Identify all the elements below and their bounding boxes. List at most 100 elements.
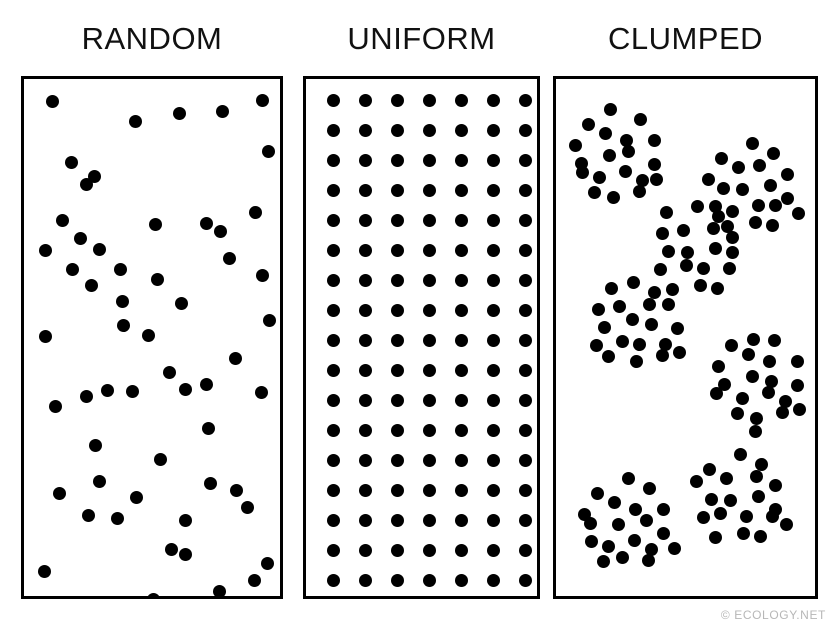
individual-dot (358, 363, 372, 377)
individual-dot (261, 144, 275, 158)
individual-dot (644, 317, 658, 331)
individual-dot (717, 377, 731, 391)
individual-dot (390, 93, 404, 107)
individual-dot (518, 213, 532, 227)
individual-dot (725, 204, 739, 218)
individual-dot (326, 513, 340, 527)
individual-dot (454, 573, 468, 587)
individual-dot (619, 133, 633, 147)
individual-dot (641, 553, 655, 567)
individual-dot (647, 133, 661, 147)
individual-dot (632, 337, 646, 351)
individual-dot (661, 297, 675, 311)
individual-dot (720, 219, 734, 233)
individual-dot (390, 213, 404, 227)
individual-dot (790, 354, 804, 368)
individual-dot (125, 384, 139, 398)
individual-dot (745, 136, 759, 150)
individual-dot (326, 393, 340, 407)
individual-dot (326, 153, 340, 167)
individual-dot (768, 478, 782, 492)
individual-dot (486, 243, 500, 257)
individual-dot (790, 378, 804, 392)
individual-dot (454, 213, 468, 227)
individual-dot (254, 385, 268, 399)
individual-dot (659, 205, 673, 219)
individual-dot (358, 453, 372, 467)
individual-dot (753, 529, 767, 543)
individual-dot (642, 297, 656, 311)
individual-dot (767, 333, 781, 347)
individual-dot (725, 245, 739, 259)
individual-dot (486, 303, 500, 317)
individual-dot (116, 318, 130, 332)
individual-dot (486, 543, 500, 557)
individual-dot (518, 273, 532, 287)
individual-dot (422, 423, 436, 437)
individual-dot (596, 554, 610, 568)
individual-dot (229, 483, 243, 497)
individual-dot (260, 556, 274, 570)
individual-dot (422, 333, 436, 347)
individual-dot (247, 573, 261, 587)
individual-dot (422, 273, 436, 287)
individual-dot (518, 93, 532, 107)
individual-dot (780, 167, 794, 181)
individual-dot (689, 474, 703, 488)
individual-dot (644, 542, 658, 556)
individual-dot (733, 447, 747, 461)
individual-dot (723, 493, 737, 507)
individual-dot (162, 365, 176, 379)
individual-dot (326, 273, 340, 287)
individual-dot (153, 452, 167, 466)
individual-dot (199, 216, 213, 230)
individual-dot (422, 513, 436, 527)
individual-dot (601, 349, 615, 363)
panel-clumped (553, 76, 818, 599)
individual-dot (240, 500, 254, 514)
individual-dot (754, 457, 768, 471)
individual-dot (735, 182, 749, 196)
individual-dot (629, 354, 643, 368)
individual-dot (113, 262, 127, 276)
individual-dot (518, 243, 532, 257)
individual-dot (752, 158, 766, 172)
individual-dot (199, 377, 213, 391)
individual-dot (702, 462, 716, 476)
individual-dot (618, 164, 632, 178)
individual-dot (746, 332, 760, 346)
individual-dot (696, 261, 710, 275)
individual-dot (665, 282, 679, 296)
individual-dot (708, 199, 722, 213)
individual-dot (762, 354, 776, 368)
individual-dot (635, 173, 649, 187)
individual-dot (454, 93, 468, 107)
individual-dot (326, 213, 340, 227)
individual-dot (642, 481, 656, 495)
individual-dot (486, 213, 500, 227)
individual-dot (454, 183, 468, 197)
individual-dot (454, 303, 468, 317)
individual-dot (748, 424, 762, 438)
individual-dot (627, 533, 641, 547)
plot-area-clumped (556, 79, 815, 596)
individual-dot (661, 244, 675, 258)
individual-dot (713, 506, 727, 520)
individual-dot (255, 93, 269, 107)
individual-dot (215, 104, 229, 118)
individual-dot (213, 224, 227, 238)
individual-dot (174, 296, 188, 310)
individual-dot (518, 363, 532, 377)
individual-dot (326, 573, 340, 587)
watermark: © ECOLOGY.NET (720, 608, 826, 622)
individual-dot (647, 157, 661, 171)
individual-dot (326, 363, 340, 377)
individual-dot (741, 347, 755, 361)
individual-dot (587, 185, 601, 199)
individual-dot (88, 438, 102, 452)
individual-dot (658, 337, 672, 351)
plot-area-uniform (306, 79, 537, 596)
individual-dot (690, 199, 704, 213)
individual-dot (422, 453, 436, 467)
individual-dot (639, 513, 653, 527)
